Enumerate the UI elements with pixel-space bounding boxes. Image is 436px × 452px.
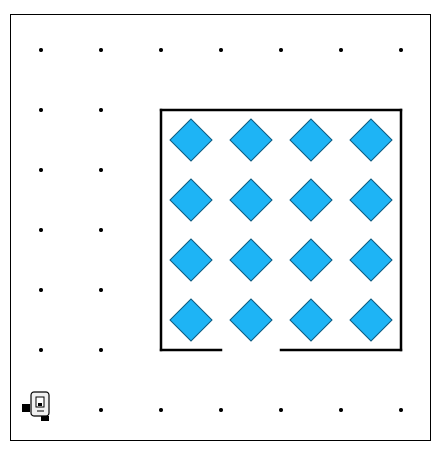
grid-dot	[99, 408, 103, 412]
gem-diamond	[289, 298, 333, 342]
gem-diamond	[169, 118, 213, 162]
grid-dot	[99, 108, 103, 112]
gem-diamond	[289, 118, 333, 162]
grid-dot	[279, 408, 283, 412]
grid-dot	[399, 408, 403, 412]
grid-dot	[219, 48, 223, 52]
gem-diamond	[169, 178, 213, 222]
robot-icon[interactable]	[22, 391, 50, 421]
gems-layer	[169, 118, 393, 342]
gem-diamond	[169, 298, 213, 342]
gem-diamond	[229, 298, 273, 342]
grid-dot	[99, 348, 103, 352]
robot-eye	[38, 403, 42, 406]
gem-diamond	[349, 298, 393, 342]
grid-dot	[39, 228, 43, 232]
grid-dot	[39, 108, 43, 112]
grid-dot	[39, 348, 43, 352]
grid-dot	[99, 228, 103, 232]
walls-layer	[159, 108, 403, 352]
gem-diamond	[349, 178, 393, 222]
player-layer[interactable]	[22, 391, 50, 421]
gem-diamond	[289, 178, 333, 222]
grid-dot	[159, 48, 163, 52]
robot-right-foot	[41, 416, 49, 421]
gem-diamond	[349, 238, 393, 282]
gem-diamond	[229, 178, 273, 222]
grid-dot	[279, 48, 283, 52]
robot-screen	[35, 396, 45, 408]
grid-dot	[39, 168, 43, 172]
robot-left-foot	[22, 404, 30, 412]
grid-dot	[99, 48, 103, 52]
grid-dot	[159, 408, 163, 412]
gem-diamond	[229, 118, 273, 162]
grid-dots-layer	[39, 48, 403, 412]
gem-diamond	[169, 238, 213, 282]
grid-dot	[399, 48, 403, 52]
gem-diamond	[229, 238, 273, 282]
board-frame	[10, 14, 431, 441]
grid-dot	[99, 168, 103, 172]
grid-dot	[339, 408, 343, 412]
grid-dot	[99, 288, 103, 292]
grid-dot	[39, 288, 43, 292]
gem-diamond	[289, 238, 333, 282]
gem-diamond	[349, 118, 393, 162]
grid-dot	[219, 408, 223, 412]
grid-dot	[339, 48, 343, 52]
grid-dot	[39, 48, 43, 52]
